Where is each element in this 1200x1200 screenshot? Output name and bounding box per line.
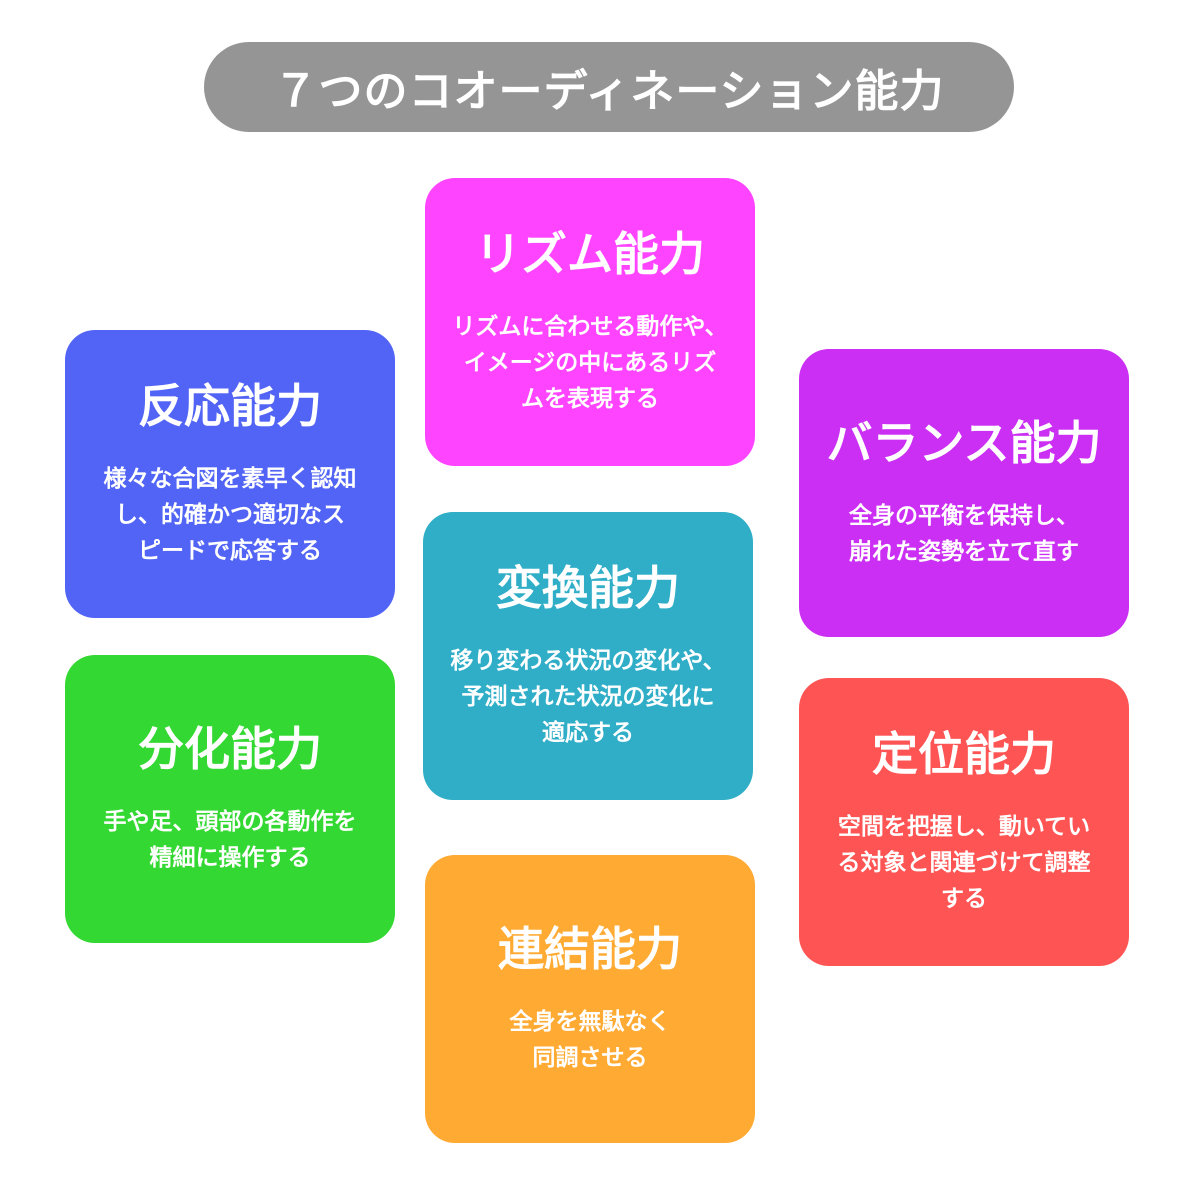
card-description: 空間を把握し、動いてい る対象と関連づけて調整 する (837, 813, 1091, 912)
card-description: 全身の平衡を保持し、 崩れた姿勢を立て直す (849, 502, 1079, 565)
card-coupling: 連結能力 全身を無駄なく 同調させる (425, 855, 755, 1143)
card-differentiation: 分化能力 手や足、頭部の各動作を 精細に操作する (65, 655, 395, 943)
card-description: 移り変わる状況の変化や、 予測された状況の変化に 適応する (450, 647, 726, 746)
card-reaction: 反応能力 様々な合図を素早く認知 し、的確かつ適切なス ピードで応答する (65, 330, 395, 618)
card-conversion: 変換能力 移り変わる状況の変化や、 予測された状況の変化に 適応する (423, 512, 753, 800)
card-title: バランス能力 (826, 416, 1102, 471)
card-description: 様々な合図を素早く認知 し、的確かつ適切なス ピードで応答する (103, 465, 357, 564)
card-title: 反応能力 (138, 379, 322, 434)
card-rhythm: リズム能力 リズムに合わせる動作や、 イメージの中にあるリズ ムを表現する (425, 178, 755, 466)
page-title: ７つのコオーディネーション能力 (273, 66, 945, 117)
card-description: 手や足、頭部の各動作を 精細に操作する (103, 808, 357, 871)
card-orientation: 定位能力 空間を把握し、動いてい る対象と関連づけて調整 する (799, 678, 1129, 966)
card-description: リズムに合わせる動作や、 イメージの中にあるリズ ムを表現する (452, 313, 728, 412)
title-banner: ７つのコオーディネーション能力 (204, 42, 1014, 132)
card-title: 定位能力 (872, 727, 1056, 782)
card-balance: バランス能力 全身の平衡を保持し、 崩れた姿勢を立て直す (799, 349, 1129, 637)
card-title: 変換能力 (496, 561, 680, 616)
card-title: 分化能力 (138, 722, 322, 777)
card-title: 連結能力 (498, 922, 682, 977)
card-title: リズム能力 (475, 227, 705, 282)
card-description: 全身を無駄なく 同調させる (509, 1008, 671, 1071)
